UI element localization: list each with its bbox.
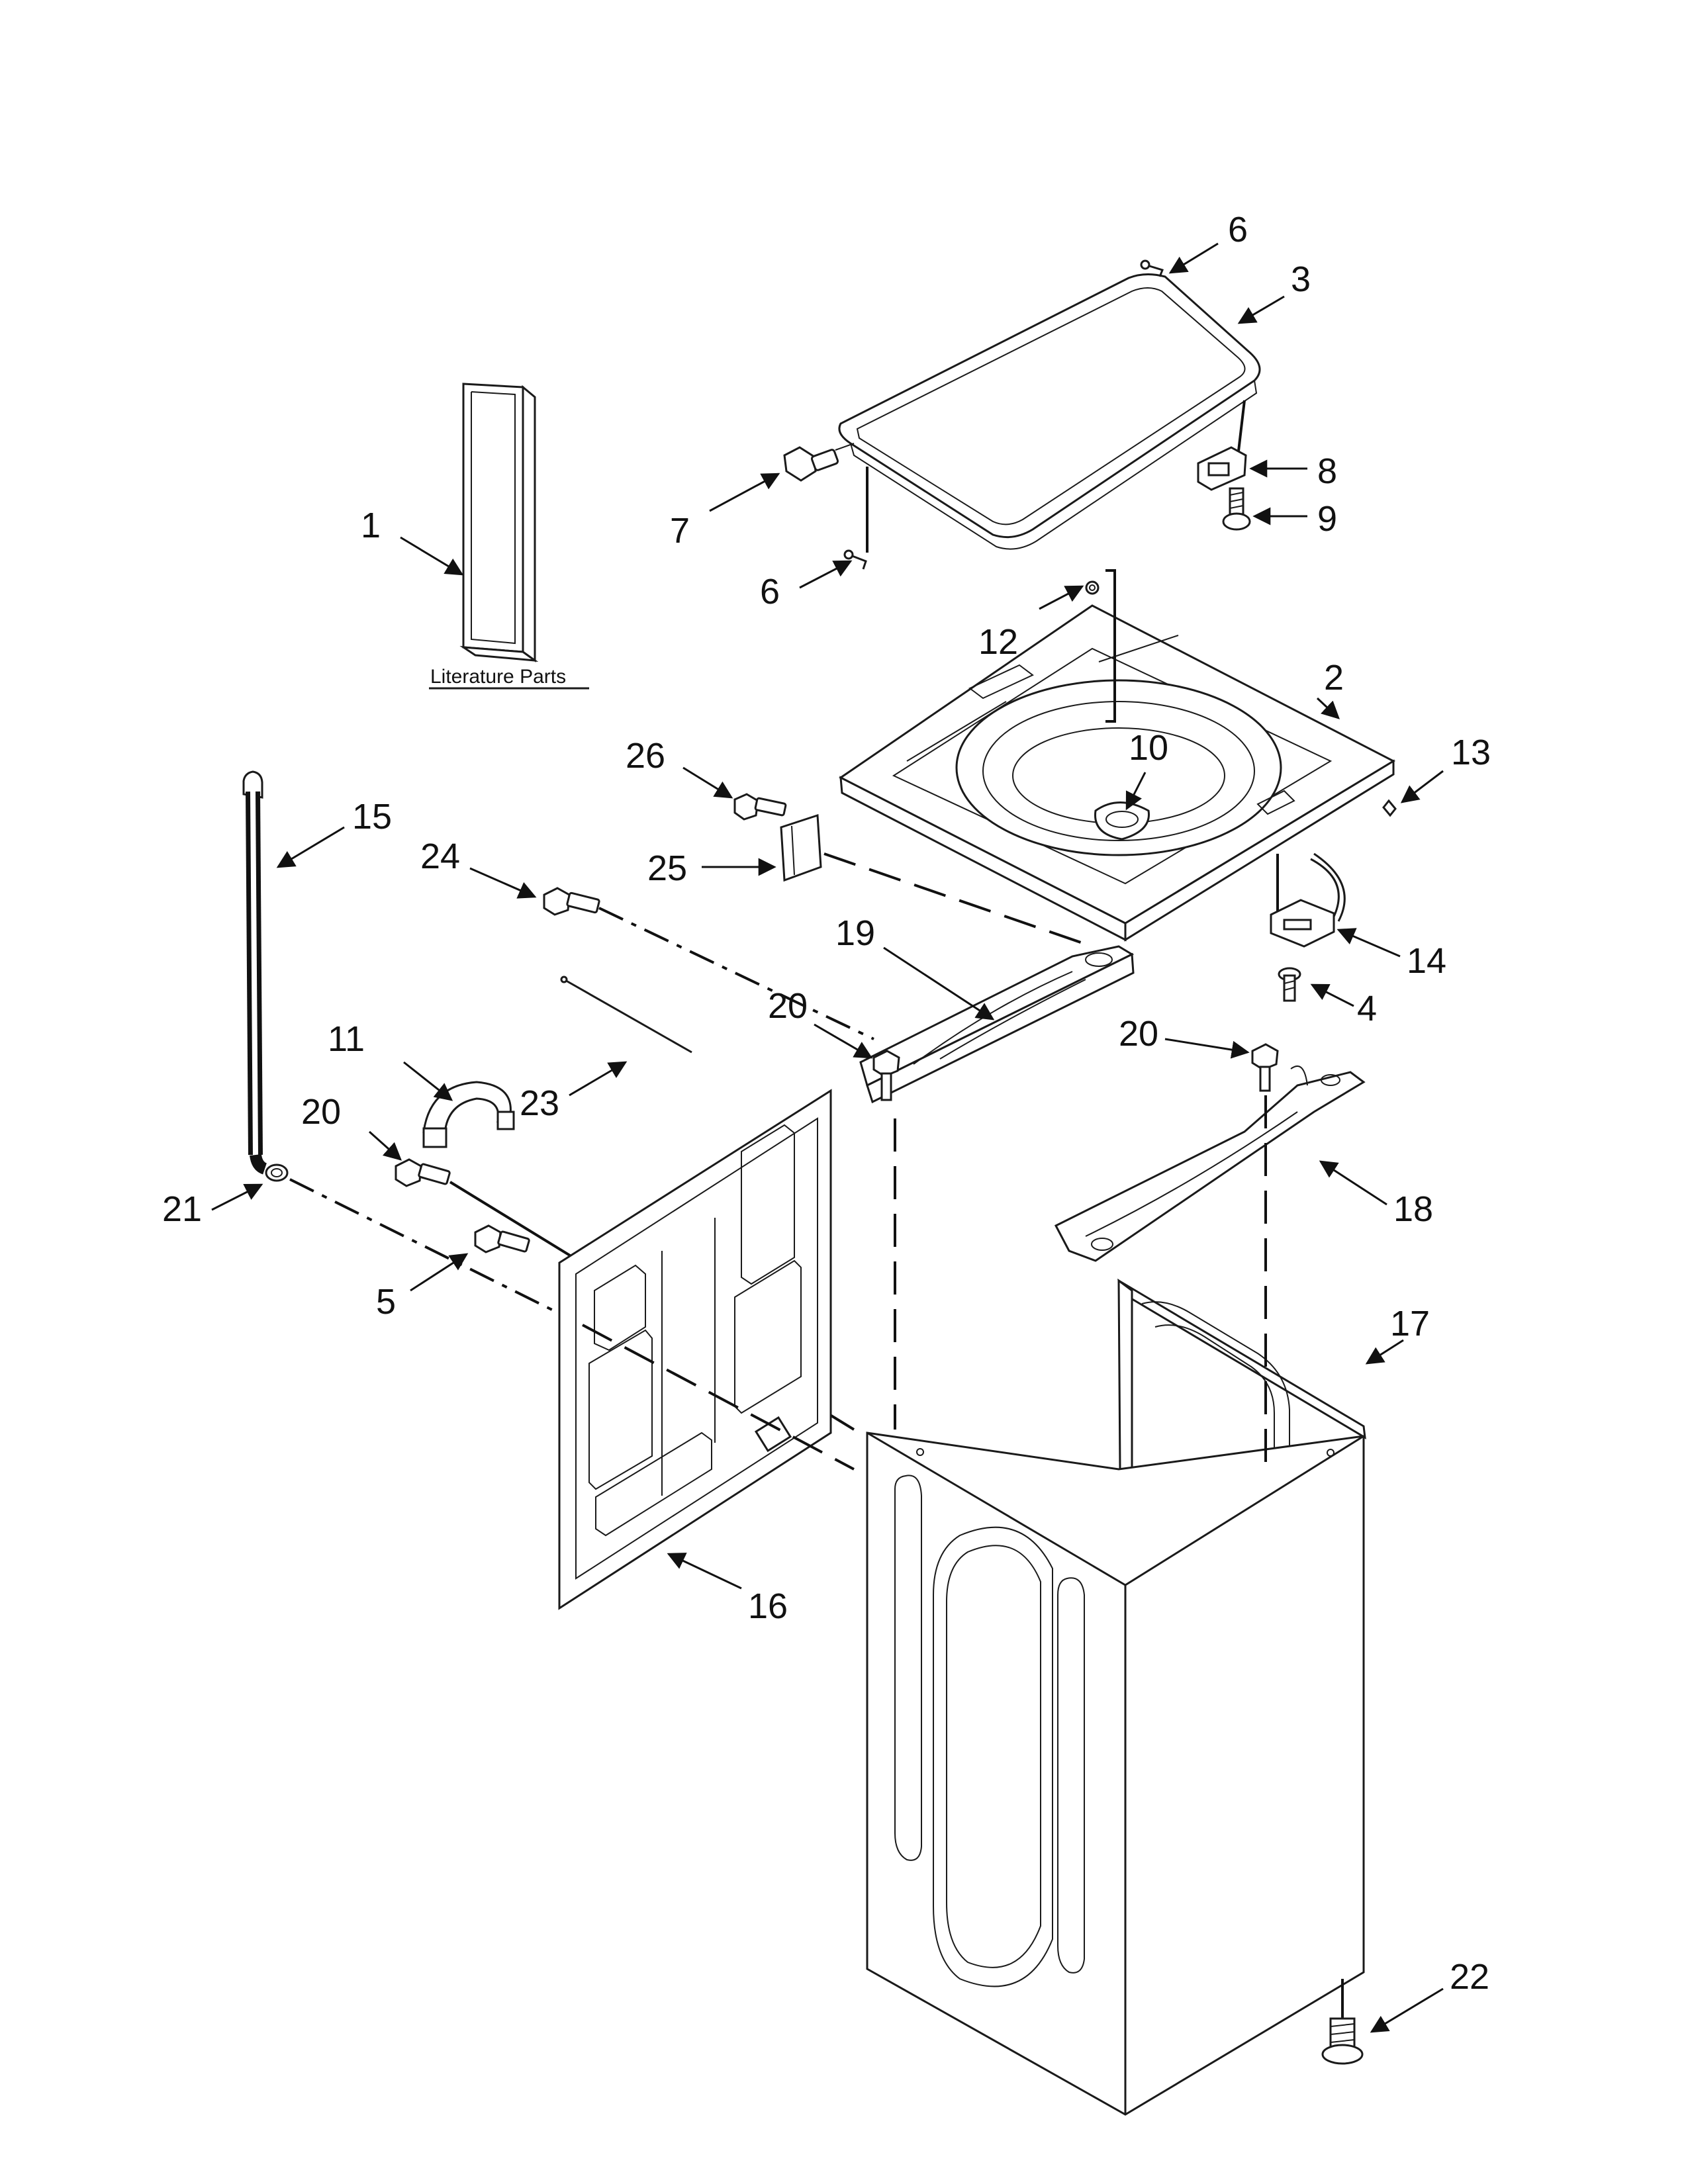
screw-24 (543, 887, 600, 916)
callout-15: 15 (352, 797, 392, 837)
callout-21: 21 (162, 1189, 202, 1229)
lid-bumper-screw (783, 443, 855, 482)
lid-switch (1270, 852, 1346, 948)
callout-17: 17 (1390, 1304, 1430, 1343)
literature-parts-label: Literature Parts (430, 666, 566, 688)
screw-26 (733, 793, 787, 821)
rear-panel (558, 1089, 832, 1610)
screw-20-brace (872, 1050, 900, 1101)
callout-16: 16 (748, 1586, 788, 1626)
callout-24: 24 (420, 837, 460, 876)
callout-13: 13 (1451, 733, 1491, 772)
callout-8: 8 (1317, 451, 1337, 491)
leveling-leg (1321, 1979, 1364, 2065)
screw-20-rear-brace (1251, 1043, 1279, 1092)
callout-9: 9 (1317, 499, 1337, 539)
drain-hose (242, 770, 267, 1175)
lid (838, 273, 1261, 550)
callout-5: 5 (376, 1282, 396, 1322)
hose-clamp-21 (265, 1163, 289, 1182)
callout-26: 26 (626, 736, 665, 776)
callout-6-top: 6 (1228, 210, 1248, 250)
hinge-pin-top (1140, 259, 1164, 277)
callout-12: 12 (978, 622, 1018, 662)
callout-20-brace: 20 (768, 986, 808, 1026)
callout-14: 14 (1407, 941, 1446, 981)
callout-3: 3 (1291, 259, 1311, 299)
callout-22: 22 (1450, 1957, 1489, 1997)
drain-hose-clamp-11 (422, 1081, 515, 1148)
rod-23 (563, 978, 692, 1054)
bracket-25 (780, 813, 822, 882)
hinge-pin-bottom (843, 549, 867, 570)
callout-25: 25 (647, 848, 687, 888)
cabinet (866, 1278, 1366, 2116)
literature-booklet (459, 383, 539, 662)
callout-20-rear: 20 (301, 1092, 341, 1132)
callout-4: 4 (1357, 989, 1377, 1028)
rear-brace (1054, 1065, 1366, 1262)
screw-5 (474, 1224, 530, 1253)
callout-23: 23 (520, 1083, 559, 1123)
callout-1: 1 (361, 506, 381, 545)
callout-6-bottom: 6 (760, 572, 780, 612)
lid-switch-actuator (1197, 400, 1247, 491)
callout-20-rear-brace: 20 (1119, 1014, 1158, 1054)
clip-12 (1085, 580, 1100, 595)
callout-10: 10 (1129, 728, 1168, 768)
top-panel (839, 604, 1396, 942)
callout-19: 19 (835, 913, 875, 953)
screw-9 (1222, 487, 1251, 531)
clip-13 (1382, 799, 1397, 817)
screw-20-rear (395, 1158, 451, 1187)
callout-18: 18 (1393, 1189, 1433, 1229)
callout-7: 7 (670, 511, 690, 551)
bleach-dispenser (1094, 801, 1150, 841)
screw-4 (1278, 967, 1301, 1002)
callout-2: 2 (1324, 658, 1344, 698)
front-brace (859, 945, 1135, 1104)
callout-11: 11 (328, 1019, 365, 1059)
